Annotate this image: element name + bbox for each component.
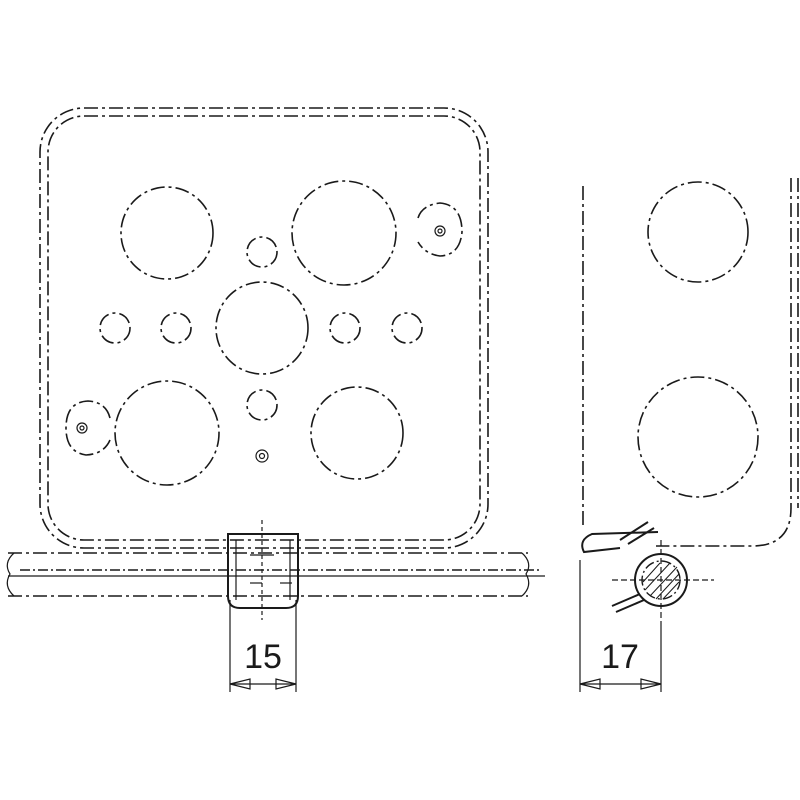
knockout-large	[291, 180, 397, 286]
dimension-clip-width: 15	[229, 600, 297, 692]
knockout-side-bottom	[637, 376, 759, 498]
box-outline-inner	[47, 115, 481, 541]
knockout-small	[391, 312, 423, 344]
dimension-label-15: 15	[244, 638, 282, 676]
screw-hole-icon	[437, 228, 443, 234]
knockout-small	[246, 236, 278, 268]
knockout-small	[99, 312, 131, 344]
screw-hole-icon	[255, 449, 269, 463]
knockout-small	[160, 312, 192, 344]
screw-hole-icon	[434, 225, 446, 237]
screw-hole-icon	[76, 422, 88, 434]
knockout-center	[215, 281, 309, 375]
screw-hole-icon	[258, 452, 266, 460]
mounting-clip	[227, 520, 299, 620]
mounting-ear-right	[417, 202, 463, 257]
front-view: 15	[6, 107, 545, 692]
knockout-large	[114, 380, 220, 486]
mounting-ear-left	[65, 400, 111, 456]
dimension-label-17: 17	[601, 638, 639, 676]
support-rod	[6, 552, 545, 597]
side-view: 17	[579, 178, 799, 692]
knockout-large	[310, 386, 404, 480]
screw-hole-icon	[79, 425, 85, 431]
knockout-small	[246, 389, 278, 421]
knockout-large	[120, 186, 214, 280]
box-outline-outer	[39, 107, 489, 549]
knockout-side-top	[647, 181, 749, 283]
knockout-small	[329, 312, 361, 344]
dimension-side-offset: 17	[579, 560, 662, 692]
spring-clip	[581, 521, 714, 626]
